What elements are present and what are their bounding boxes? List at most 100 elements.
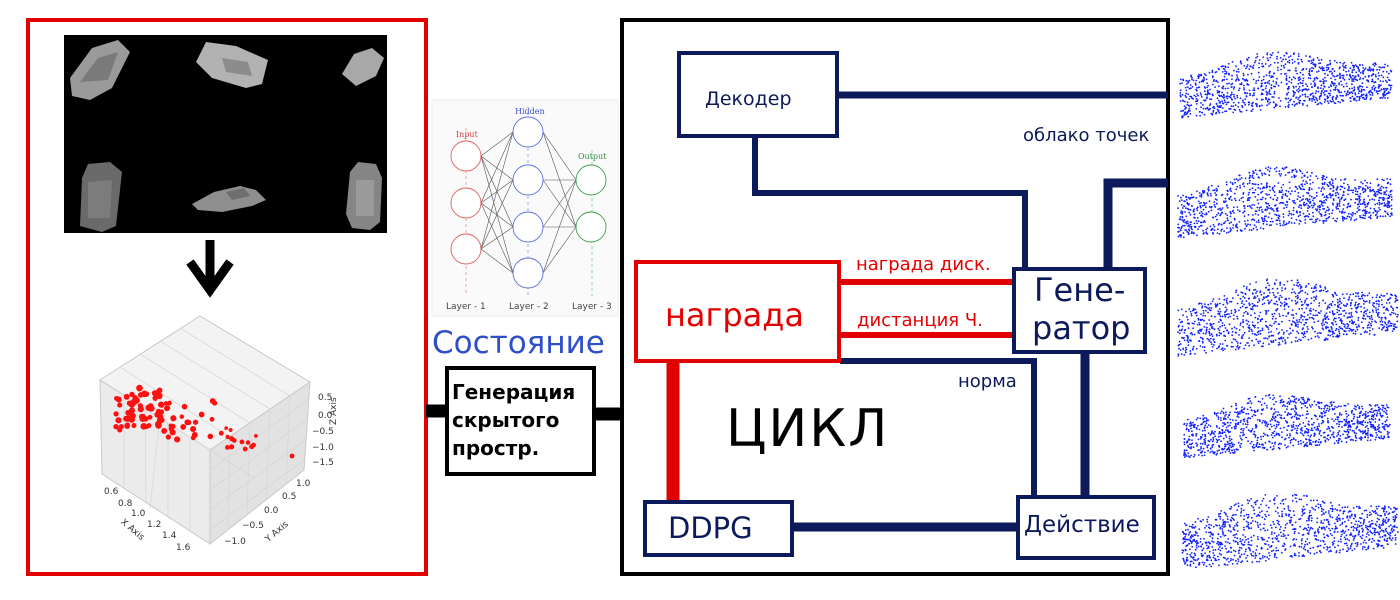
cloud-point — [1281, 167, 1284, 170]
cloud-point — [1305, 303, 1308, 306]
cloud-point — [1285, 77, 1288, 80]
cloud-point — [1370, 417, 1373, 420]
cloud-point — [1188, 308, 1191, 310]
cloud-point — [1215, 438, 1218, 441]
cloud-point — [1285, 315, 1288, 317]
cloud-point — [1202, 208, 1205, 211]
cloud-point — [1199, 205, 1202, 207]
cloud-point — [1348, 435, 1351, 438]
cloud-point — [1264, 219, 1266, 222]
cloud-point — [1269, 420, 1272, 422]
cloud-point — [1262, 222, 1265, 225]
cloud-point — [1307, 428, 1310, 431]
cloud-point — [1195, 433, 1198, 435]
cloud-point — [1256, 98, 1258, 100]
cloud-point — [1344, 198, 1347, 201]
cloud-point — [1276, 287, 1279, 290]
cloud-point — [1189, 221, 1192, 224]
cloud-point — [1258, 59, 1261, 61]
cloud-point — [1254, 414, 1257, 417]
cloud-point — [1301, 307, 1303, 310]
cloud-point — [1208, 328, 1211, 331]
cloud-point — [1344, 437, 1347, 439]
cloud-point — [1266, 326, 1269, 329]
cloud-point — [1278, 191, 1281, 194]
cloud-point — [1305, 202, 1308, 205]
cloud-point — [1265, 167, 1267, 170]
cloud-point — [1263, 337, 1265, 340]
cloud-point — [1306, 293, 1309, 295]
cloud-point — [1329, 192, 1331, 195]
cloud-point — [1286, 413, 1289, 416]
cloud-point — [1350, 532, 1352, 535]
cloud-point — [1246, 199, 1249, 202]
cloud-point — [1390, 208, 1393, 210]
cloud-point — [1354, 439, 1357, 442]
scatter-point — [113, 423, 119, 430]
cloud-point — [1298, 398, 1300, 401]
cloud-point — [1188, 228, 1190, 231]
cloud-point — [1248, 68, 1251, 71]
cloud-point — [1265, 404, 1268, 407]
cloud-point — [1299, 95, 1302, 97]
cloud-point — [1332, 190, 1334, 192]
cloud-point — [1240, 442, 1243, 445]
cloud-point — [1265, 85, 1268, 87]
cloud-point — [1205, 306, 1208, 309]
cloud-point — [1298, 552, 1300, 554]
cloud-point — [1362, 432, 1364, 434]
cloud-point — [1193, 323, 1195, 325]
cloud-point — [1242, 183, 1244, 186]
cloud-point — [1363, 539, 1366, 542]
cloud-point — [1254, 433, 1256, 436]
cloud-point — [1242, 325, 1245, 328]
cloud-point — [1195, 114, 1198, 117]
cloud-point — [1391, 294, 1393, 297]
cloud-point — [1253, 414, 1255, 416]
cloud-point — [1188, 229, 1191, 232]
cloud-point — [1384, 505, 1386, 508]
cloud-point — [1300, 58, 1303, 61]
cloud-point — [1203, 349, 1206, 352]
cloud-point — [1340, 179, 1342, 181]
cloud-point — [1277, 51, 1280, 54]
cloud-point — [1251, 176, 1254, 179]
cloud-point — [1392, 312, 1395, 314]
cloud-point — [1265, 286, 1267, 289]
cloud-point — [1385, 527, 1388, 530]
cloud-point — [1338, 423, 1341, 426]
cloud-point — [1371, 519, 1373, 522]
cloud-point — [1366, 68, 1369, 71]
cloud-point — [1378, 207, 1380, 209]
cloud-point — [1359, 71, 1362, 74]
cloud-point — [1347, 325, 1349, 328]
cloud-point — [1301, 69, 1304, 71]
cloud-point — [1335, 97, 1337, 99]
cloud-point — [1215, 453, 1218, 456]
cloud-point — [1272, 445, 1275, 448]
cloud-point — [1375, 431, 1378, 434]
cloud-point — [1287, 305, 1290, 308]
cloud-point — [1284, 524, 1287, 526]
cloud-point — [1348, 87, 1351, 90]
cloud-point — [1238, 199, 1241, 202]
cloud-point — [1186, 322, 1189, 325]
cloud-point — [1261, 422, 1264, 424]
cloud-point — [1387, 204, 1390, 207]
cloud-point — [1285, 82, 1288, 85]
cloud-point — [1274, 303, 1277, 305]
scatter-point — [137, 406, 144, 413]
cloud-point — [1349, 304, 1352, 307]
cloud-point — [1380, 299, 1383, 301]
cloud-point — [1330, 178, 1333, 181]
cloud-point — [1235, 70, 1238, 73]
cloud-point — [1342, 323, 1345, 325]
cloud-point — [1388, 431, 1390, 434]
cloud-point — [1283, 303, 1286, 306]
cloud-point — [1192, 455, 1195, 458]
cloud-point — [1366, 315, 1369, 318]
cloud-point — [1221, 102, 1224, 104]
cloud-point — [1363, 519, 1365, 522]
cloud-point — [1222, 303, 1225, 306]
cloud-point — [1278, 313, 1281, 315]
